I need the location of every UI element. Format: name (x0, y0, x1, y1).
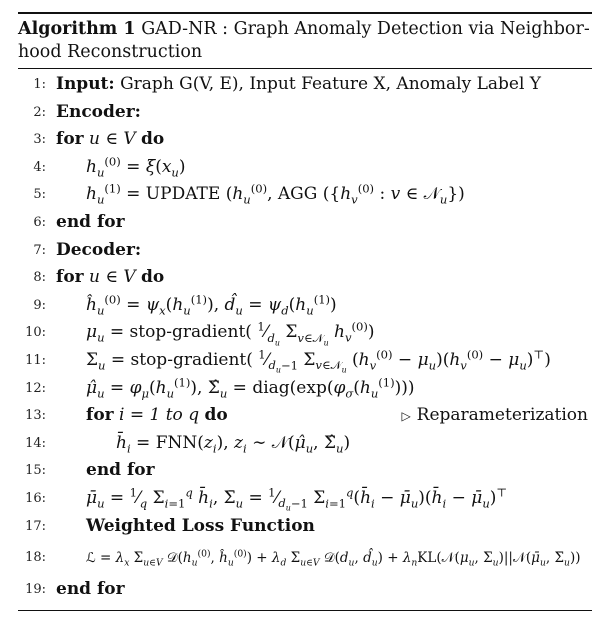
algo-line: 11: Σu = stop-gradient( 1⁄du−1 Σv∈𝒩u (hv… (18, 347, 592, 375)
line-math: ℒ = λx Σu∈V 𝒟(hu(0), ĥu(0)) + λd Σu∈V 𝒟(… (86, 548, 581, 569)
line-math: ĥu(0) = ψx(hu(1)), d̂u = ψd(hu(1)) (86, 292, 337, 318)
algo-line: 12: μ̂u = φμ(hu(1)), Σ̂u = diag(exp(φσ(h… (18, 375, 592, 403)
algorithm-label: Algorithm 1 (18, 19, 136, 39)
line-keyword: end for (56, 579, 125, 600)
line-keyword: Encoder: (56, 101, 141, 122)
algo-line: 2: Encoder: (18, 99, 592, 127)
algorithm-caption: Algorithm 1 GAD-NR : Graph Anomaly Detec… (18, 14, 592, 64)
line-number: 15: (25, 463, 46, 479)
algorithm-title: GAD-NR : Graph Anomaly Detection via Nei… (141, 19, 590, 39)
line-keyword: Decoder: (56, 239, 142, 260)
comment-triangle-icon: ▷ (401, 409, 411, 424)
line-number: 2: (33, 104, 46, 120)
algo-line: 13: for i = 1 to q do ▷Reparameterizatio… (18, 402, 592, 430)
line-number: 14: (25, 435, 46, 451)
line-math: Σu = stop-gradient( 1⁄du−1 Σv∈𝒩u (hv(0) … (86, 347, 551, 375)
algo-line: 15: end for (18, 457, 592, 485)
line-math: μ̄u = 1⁄q Σi=1q h̄i, Σ̄u = 1⁄du−1 Σi=1q(… (86, 485, 508, 513)
line-math: h̄i = FNN(zi), zi ∼ 𝒩(μ̂u, Σ̂u) (116, 432, 351, 456)
algo-line: 18: ℒ = λx Σu∈V 𝒟(hu(0), ĥu(0)) + λd Σu∈… (18, 540, 592, 576)
line-math: hu(1) = UPDATE (hu(0), AGG ({hv(0) : v ∈… (86, 181, 465, 207)
line-comment: ▷Reparameterization (401, 405, 588, 426)
algo-line: 16: μ̄u = 1⁄q Σi=1q h̄i, Σ̄u = 1⁄du−1 Σi… (18, 485, 592, 513)
algo-line: 10: μu = stop-gradient( 1⁄du Σv∈𝒩u hv(0)… (18, 319, 592, 347)
line-content: for i = 1 to q do (86, 405, 228, 426)
line-number: 3: (33, 132, 46, 148)
line-number: 12: (25, 380, 46, 396)
line-keyword: Weighted Loss Function (86, 515, 315, 536)
algo-line: 1: Input: Graph G(V, E), Input Feature X… (18, 71, 592, 99)
line-keyword: end for (86, 460, 155, 481)
line-content: for u ∈ V do (56, 129, 165, 150)
top-rule (18, 12, 592, 14)
line-number: 9: (33, 297, 46, 313)
line-number: 4: (33, 159, 46, 175)
line-math: hu(0) = ξ(xu) (86, 154, 186, 180)
line-number: 10: (25, 325, 46, 341)
line-content: Input: Graph G(V, E), Input Feature X, A… (56, 74, 542, 94)
line-number: 16: (25, 490, 46, 506)
algo-line: 5: hu(1) = UPDATE (hu(0), AGG ({hv(0) : … (18, 181, 592, 209)
line-number: 7: (33, 242, 46, 258)
algo-line: 14: h̄i = FNN(zi), zi ∼ 𝒩(μ̂u, Σ̂u) (18, 430, 592, 458)
algo-line: 19: end for (18, 576, 592, 604)
algo-line: 3: for u ∈ V do (18, 126, 592, 154)
algo-line: 17: Weighted Loss Function (18, 513, 592, 541)
line-number: 8: (33, 270, 46, 286)
algorithm-lines: 1: Input: Graph G(V, E), Input Feature X… (18, 71, 592, 604)
line-number: 18: (25, 550, 46, 566)
line-text: Graph G(V, E), Input Feature X, Anomaly … (120, 74, 542, 94)
line-math: μu = stop-gradient( 1⁄du Σv∈𝒩u hv(0)) (86, 319, 375, 348)
line-number: 19: (25, 582, 46, 598)
algo-line: 9: ĥu(0) = ψx(hu(1)), d̂u = ψd(hu(1)) (18, 292, 592, 320)
line-number: 1: (33, 77, 46, 92)
line-number: 5: (33, 187, 46, 203)
algorithm-title-cont: hood Reconstruction (18, 42, 203, 62)
algorithm-block: Algorithm 1 GAD-NR : Graph Anomaly Detec… (18, 12, 592, 611)
line-number: 11: (25, 352, 46, 368)
algo-line: 8: for u ∈ V do (18, 264, 592, 292)
caption-rule (18, 68, 592, 69)
line-number: 6: (33, 214, 46, 230)
algo-line: 6: end for (18, 209, 592, 237)
algo-line: 7: Decoder: (18, 237, 592, 265)
line-number: 17: (25, 518, 46, 534)
line-number: 13: (25, 408, 46, 424)
line-content: for u ∈ V do (56, 267, 165, 288)
algo-line: 4: hu(0) = ξ(xu) (18, 154, 592, 182)
line-keyword: end for (56, 211, 125, 232)
line-math: μ̂u = φμ(hu(1)), Σ̂u = diag(exp(φσ(hu(1)… (86, 374, 415, 400)
bottom-rule (18, 609, 592, 611)
